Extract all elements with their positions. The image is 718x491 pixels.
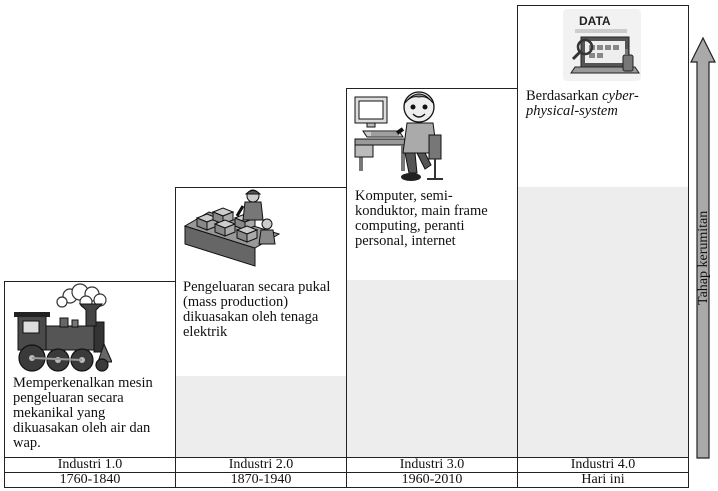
stage-3-period: 1960-2010 [346,472,518,488]
complexity-arrow-icon [690,36,716,459]
stage-4-description-italic: cyber-physical-system [526,88,639,119]
data-icon-label: DATA [579,14,611,28]
stage-4-description: Berdasarkan cyber-physical-system [526,89,686,119]
stage-4-description-plain: Berdasarkan [526,88,599,104]
data-laptop-icon: DATA [563,9,641,81]
stage-4-shade [518,187,688,457]
assembly-line-icon [183,189,281,267]
stage-3-description: Komputer, semi-konduktor, main frame com… [355,188,488,249]
computer-user-icon [354,91,443,181]
stage-1-label: Industri 1.0 [4,457,176,473]
stage-2-label: Industri 2.0 [175,457,347,473]
complexity-axis-label: Tahap kerumitan [696,210,711,305]
stage-2-description: Pengeluaran secara pukal (mass productio… [183,279,331,340]
stage-1-description: Memperkenalkan mesin pengeluaran secara … [13,375,153,451]
stage-4-label: Industri 4.0 [517,457,689,473]
stage-4-period: Hari ini [517,472,689,488]
steam-locomotive-icon [14,283,112,372]
stage-2-period: 1870-1940 [175,472,347,488]
stage-1-period: 1760-1840 [4,472,176,488]
stage-3-shade [347,280,517,457]
stage-3-label: Industri 3.0 [346,457,518,473]
stage-2-shade [176,376,346,457]
